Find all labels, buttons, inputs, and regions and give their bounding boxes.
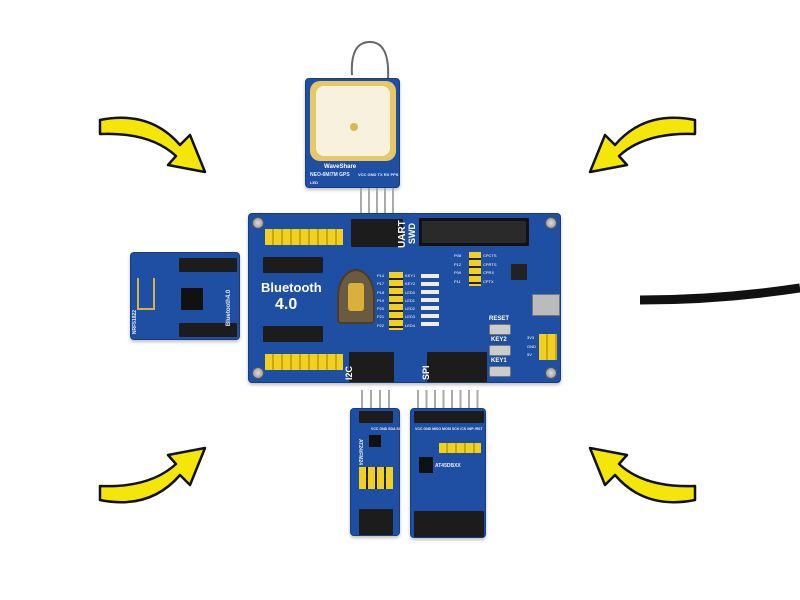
bt-antenna [137,278,155,310]
usb-cable [639,283,800,305]
key1-button[interactable] [489,366,511,377]
i2c-label: I2C [344,365,354,380]
gps-module: WaveShare NEO-6M/7M GPS VCC GND TX RX PP… [305,78,400,188]
power-header[interactable] [539,334,557,360]
address-jumpers[interactable] [359,467,393,489]
coin-cell-holder [337,269,375,324]
jumper-block-left[interactable] [389,272,403,330]
key2-label: KEY2 [491,337,507,343]
arrow-bottom-left [98,446,207,504]
swd-header[interactable] [419,218,529,246]
key1-label: KEY1 [491,358,507,364]
bluetooth-module: Bluetooth4.0 NRF51822 [130,252,240,340]
flash-label: AT45DBXX [435,463,461,469]
eeprom-pins [357,390,393,410]
gps-pins: VCC GND TX RX PPS [358,172,399,177]
reset-label: RESET [489,316,510,322]
eeprom-module: AT24/FM24 VCC GND SDA SCL [350,408,404,536]
eeprom-label: AT24/FM24 [357,438,364,466]
spi-label: SPI [421,365,431,380]
bottom-pin-header [265,354,343,370]
board-title: Bluetooth [261,280,322,295]
arrow-top-right [588,116,697,174]
board-title-version: 4.0 [275,296,298,313]
flash-pins [413,390,481,410]
reset-button[interactable] [489,324,511,335]
gps-led: LED [310,180,318,185]
key2-button[interactable] [489,345,511,356]
gps-model: NEO-6M/7M GPS [310,172,350,178]
top-pin-header [265,229,343,245]
bt-chip-label: NRF51822 [132,309,139,335]
gps-pin-header [357,188,397,213]
bt-chip [181,288,203,310]
mini-usb-port[interactable] [532,294,560,316]
eeprom-pin-labels: VCC GND SDA SCL [371,427,404,431]
arrow-bottom-right [588,446,697,504]
gps-antenna-wire [350,40,390,81]
led-array [421,274,439,330]
gps-antenna [310,81,396,161]
flash-pin-labels: VCC GND MISO MOSI SCK /CS /WP /RST [415,427,483,431]
spi-header [427,352,487,382]
flash-module: VCC GND MISO MOSI SCK /CS /WP /RST AT45D… [410,408,486,538]
jumper-block-uart[interactable] [469,252,481,286]
swd-label: SWD [407,223,417,244]
gps-brand: WaveShare [324,164,357,170]
usb-uart-chip [511,264,527,280]
uart-header [351,219,403,247]
i2c-header [349,352,394,382]
bt-label: Bluetooth4.0 [226,289,233,327]
arrow-top-left [98,116,207,174]
